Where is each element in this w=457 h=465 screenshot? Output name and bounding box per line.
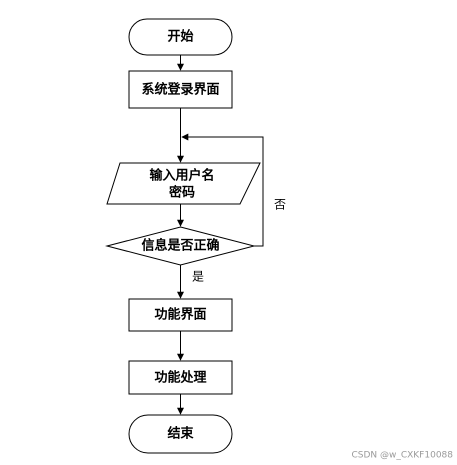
end-terminator xyxy=(128,414,233,454)
watermark: CSDN @w_CXKF10088 xyxy=(351,451,453,461)
start-label: 开始 xyxy=(167,29,193,45)
input-credentials-parallelogram xyxy=(106,162,261,205)
no-label: 否 xyxy=(274,198,286,212)
input-label-line1: 输入用户名 xyxy=(149,168,214,184)
function-process-process xyxy=(128,360,233,395)
input-label-line2: 密码 xyxy=(168,185,195,201)
function-page-label: 功能界面 xyxy=(154,307,206,323)
function-process-label: 功能处理 xyxy=(154,370,206,386)
end-label: 结束 xyxy=(167,426,194,442)
no-loop-connector xyxy=(181,133,264,247)
login-page-process xyxy=(128,70,233,109)
yes-label: 是 xyxy=(192,270,204,284)
decision-label: 信息是否正确 xyxy=(141,238,219,254)
login-page-label: 系统登录界面 xyxy=(141,82,219,98)
